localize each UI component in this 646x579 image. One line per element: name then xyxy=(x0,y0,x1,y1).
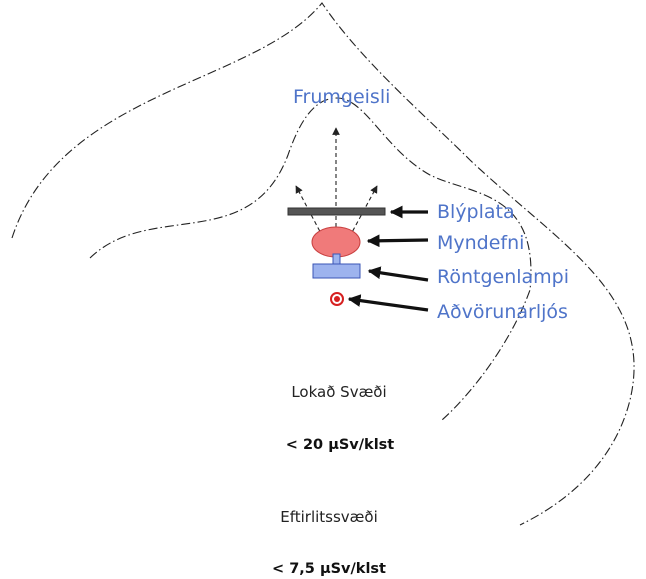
xray-tube xyxy=(312,263,361,279)
warning-light-inner xyxy=(334,296,340,302)
subject-arrow xyxy=(366,234,429,248)
lead-plate xyxy=(287,207,386,216)
primary-beam-label: Frumgeisli xyxy=(293,86,390,108)
restricted-zone-boundary xyxy=(89,97,532,421)
xray-tube-arrow xyxy=(367,266,429,282)
xray-tube-label: Röntgenlampi xyxy=(437,266,569,288)
xray-tube-nozzle xyxy=(332,253,341,265)
subject-label: Myndefni xyxy=(437,232,524,254)
restricted-zone-limit: < 20 µSv/klst xyxy=(286,437,395,453)
controlled-zone-name: Eftirlitssvæði xyxy=(280,508,378,526)
warning-light-label: Aðvörunarljós xyxy=(437,301,568,323)
controlled-zone-limit: < 7,5 µSv/klst xyxy=(272,561,386,577)
lead-plate-label: Blýplata xyxy=(437,201,515,223)
warning-light-arrow xyxy=(347,294,429,312)
subject-ellipse xyxy=(311,226,361,258)
restricted-zone-name: Lokað Svæði xyxy=(291,383,386,401)
